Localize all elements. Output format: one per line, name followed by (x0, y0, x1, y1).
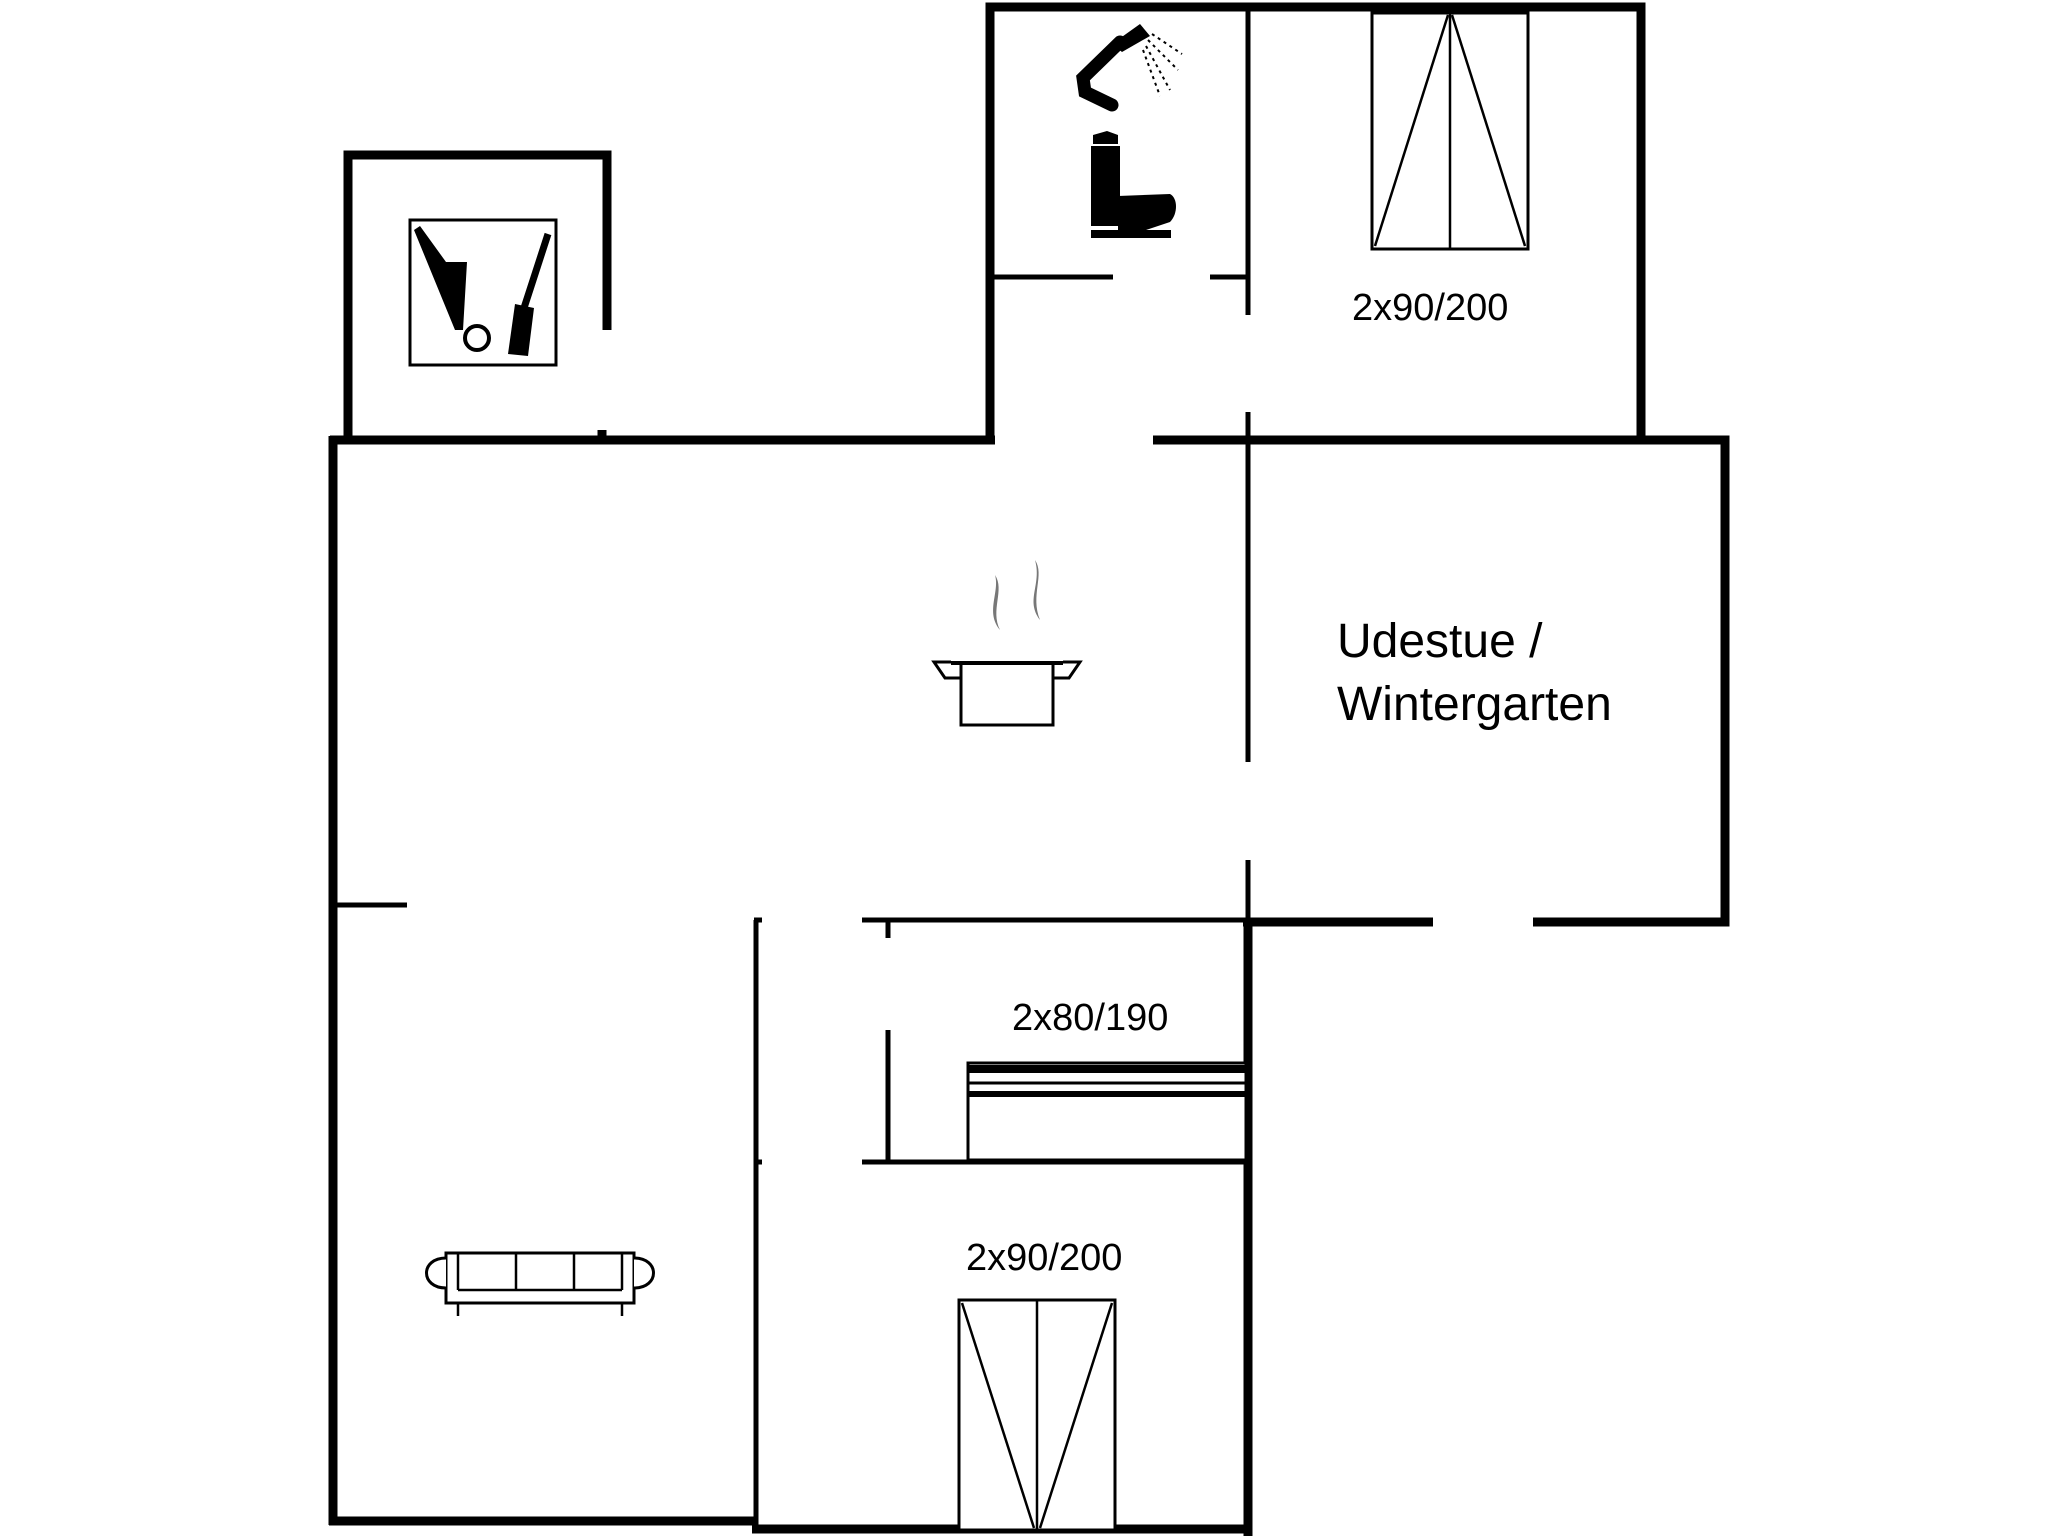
sofa-icon (425, 1251, 655, 1316)
double-bed-icon (1370, 11, 1530, 251)
double-bed-icon (957, 1298, 1117, 1532)
sunroom-label-line1: Udestue / (1337, 615, 1543, 668)
sunroom-label: Udestue / Wintergarten (1337, 615, 1612, 731)
toilet-icon (1091, 131, 1176, 238)
kitchen-pot-icon (931, 560, 1083, 727)
sunroom-label-line2: Wintergarten (1337, 678, 1612, 731)
bed-label-middle: 2x80/190 (1012, 997, 1168, 1039)
bed-label-bottom: 2x90/200 (966, 1237, 1122, 1279)
shower-icon (1076, 24, 1183, 112)
utility-room-icon (408, 218, 558, 367)
bunk-bed-icon (966, 1061, 1248, 1162)
bed-label-top-right: 2x90/200 (1352, 287, 1508, 329)
